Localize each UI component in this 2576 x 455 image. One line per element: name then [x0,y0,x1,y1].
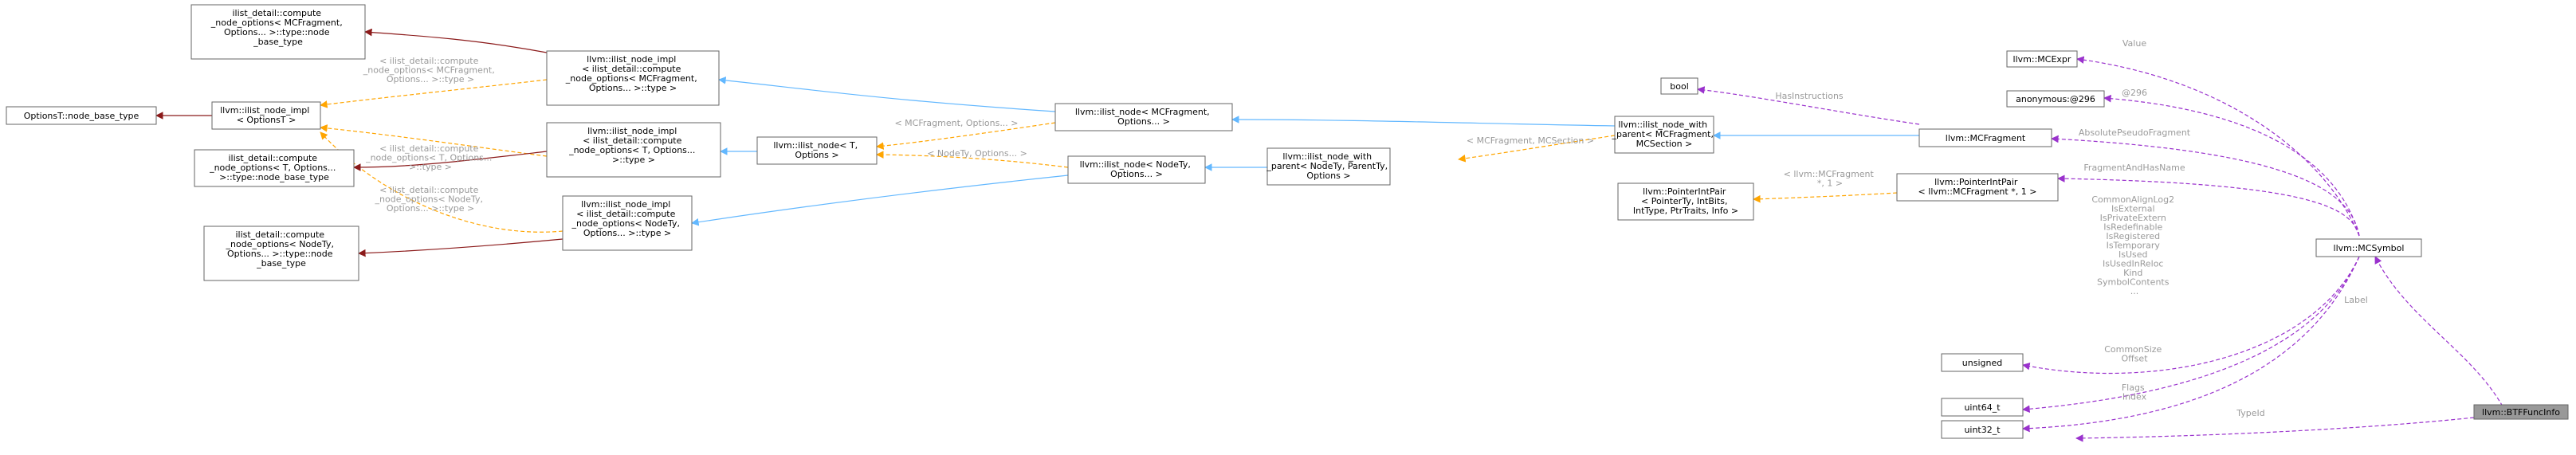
edges [155,28,2503,442]
svg-text:llvm::MCExpr: llvm::MCExpr [2013,54,2071,65]
label-uint32-fields: Flags Index [2122,382,2147,402]
node-btf-func-info[interactable]: llvm::BTFFuncInfo [2473,404,2569,420]
label-hasinstr: HasInstructions [1775,91,1844,101]
label-tmpl-t: < ilist_detail::compute _node_options< T… [365,143,495,172]
edge-inherit-innodety-ininodety [691,175,1069,226]
edge-inherit-infrag-inifrag [718,76,1056,112]
svg-text:llvm::PointerIntPair <: llvm::PointerIntPair < PointerTy, IntBit… [1633,186,1738,216]
svg-text:anonymous:@296: anonymous:@296 [2016,94,2095,104]
node-mcexpr[interactable]: llvm::MCExpr [2006,50,2078,68]
edge-base-ininodety-cno [358,238,564,257]
edge-pip-fraghasname [2057,175,2360,237]
svg-text:llvm::PointerIntPair <: llvm::PointerIntPair < llvm::MCFragment … [1918,177,2037,197]
node-ilist-node-impl-nodety[interactable]: llvm::ilist_node_impl < ilist_detail::co… [562,195,693,251]
svg-text:llvm::ilist_node< MCFragment,: llvm::ilist_node< MCFragment, Options...… [1075,107,1212,127]
edge-inherit-inwp-infrag [1231,116,1616,127]
label-value: Value [2122,38,2146,49]
svg-text:llvm::ilist_node< T, O: llvm::ilist_node< T, Options > [773,140,860,160]
edge-mcfragment-abs [2051,135,2360,237]
svg-text:llvm::ilist_node_with: llvm::ilist_node_with _parent< NodeTy, P… [1266,151,1390,181]
svg-text:ilist_detail::compute: ilist_detail::compute _node_options< MCF… [210,8,345,47]
node-ilist-node-impl-optionst[interactable]: llvm::ilist_node_impl < OptionsT > [211,101,321,130]
svg-text:llvm::MCSymbol: llvm::MCSymbol [2334,243,2405,253]
label-fraghasname: FragmentAndHasName [2083,163,2185,173]
edge-unsigned-fields [2022,256,2360,375]
node-ilist-node-impl-mcfragment[interactable]: llvm::ilist_node_impl < ilist_detail::co… [546,50,720,106]
node-pointerintpair-mcfragment[interactable]: llvm::PointerIntPair < llvm::MCFragment … [1896,173,2059,202]
node-mcfragment[interactable]: llvm::MCFragment [1918,128,2052,147]
label-typeid: TypeId [2236,408,2265,418]
node-compute-node-options-mcfragment[interactable]: ilist_detail::compute _node_options< MCF… [190,4,366,60]
node-ilist-node-nodety[interactable]: llvm::ilist_node< NodeTy, Options... > [1067,155,1206,184]
label-nodety-tmpl: < NodeTy, Options... > [927,148,1027,159]
svg-text:llvm::ilist_node_impl: llvm::ilist_node_impl < ilist_detail::co… [565,54,700,93]
label-tmpl-frag: < ilist_detail::compute _node_options< M… [363,56,497,84]
node-ilist-node-mcfragment[interactable]: llvm::ilist_node< MCFragment, Options...… [1054,103,1233,131]
label-mcfrag-mcsec: < MCFragment, MCSection > [1467,135,1594,146]
edge-bool-hasinstr [1697,86,1920,125]
edge-tmpl-nodety [320,131,564,233]
svg-text:unsigned: unsigned [1962,358,2002,368]
edge-uint32-typeid [2075,417,2475,442]
edge-tmpl-t [320,124,548,157]
node-anonymous-296[interactable]: anonymous:@296 [2006,90,2105,108]
label-uint64-fields: CommonSize Offset [2104,344,2165,364]
edge-mcsymbol-label [2374,256,2503,407]
svg-text:uint32_t: uint32_t [1964,425,2001,435]
edge-uint64-fields [2022,256,2360,414]
nodes: llvm::BTFFuncInfo llvm::MCSymbol llvm::M… [6,4,2569,439]
svg-text:llvm::BTFFuncInfo: llvm::BTFFuncInfo [2482,407,2560,418]
node-ilist-node-impl-t[interactable]: llvm::ilist_node_impl < ilist_detail::co… [546,122,721,178]
svg-text:llvm::ilist_node_impl: llvm::ilist_node_impl < ilist_detail::co… [568,126,698,165]
node-optionst-node-base-type[interactable]: OptionsT::node_base_type [6,106,157,125]
node-uint64[interactable]: uint64_t [1941,398,2024,417]
label-tmpl-nodety: < ilist_detail::compute _node_options< N… [375,185,486,214]
svg-text:OptionsT::node_base_type: OptionsT::node_base_type [24,111,139,121]
node-pointerintpair-generic[interactable]: llvm::PointerIntPair < PointerTy, IntBit… [1617,182,1754,221]
svg-text:bool: bool [1670,81,1689,92]
edge-inwp-template [1458,135,1616,163]
node-unsigned[interactable]: unsigned [1941,353,2024,372]
svg-text:llvm::ilist_node_impl: llvm::ilist_node_impl < ilist_detail::co… [571,199,683,238]
svg-text:uint64_t: uint64_t [1964,402,2001,413]
node-bool[interactable]: bool [1660,77,1698,95]
edge-tmpl-frag [320,79,548,108]
edge-anon-296 [2103,94,2360,237]
node-ilist-node-t[interactable]: llvm::ilist_node< T, Options > [756,136,878,165]
node-compute-node-options-t[interactable]: ilist_detail::compute _node_options< T, … [194,149,355,187]
svg-text:llvm::ilist_node< NodeTy,: llvm::ilist_node< NodeTy, Options... > [1080,159,1194,179]
svg-text:ilist_detail::compute: ilist_detail::compute _node_options< Nod… [226,229,337,269]
svg-text:llvm::MCFragment: llvm::MCFragment [1946,133,2026,143]
edge-base-inifrag-cno [364,28,548,53]
label-pip-tmpl: < llvm::MCFragment *, 1 > [1784,169,1877,189]
edge-uint32-fields [2022,256,2360,433]
edge-mcexpr-value [2076,56,2360,237]
edge-pip-template [1753,192,1898,203]
node-compute-node-options-nodety[interactable]: ilist_detail::compute _node_options< Nod… [203,226,359,281]
node-ilist-node-with-parent-generic[interactable]: llvm::ilist_node_with _parent< NodeTy, P… [1266,147,1391,186]
edge-base-init-cno [353,151,548,171]
label-frag-opts: < MCFragment, Options... > [894,118,1018,128]
svg-text:llvm::ilist_node_impl: llvm::ilist_node_impl < OptionsT > [220,105,312,125]
label-unsigned-fields: CommonAlignLog2 IsExternal IsPrivateExte… [2091,194,2177,296]
label-absfrag: AbsolutePseudoFragment [2079,127,2191,138]
edge-fragopts-template [876,122,1056,150]
node-uint32[interactable]: uint32_t [1941,420,2024,439]
svg-text:llvm::ilist_node_with: llvm::ilist_node_with _parent< MCFragmen… [1612,120,1717,149]
node-ilist-node-with-parent-mcfragment[interactable]: llvm::ilist_node_with _parent< MCFragmen… [1612,116,1717,154]
edge-labels: Label TypeId Value @296 AbsolutePseudoFr… [363,38,2368,418]
svg-text:ilist_detail::compute: ilist_detail::compute _node_options< T, … [209,153,339,182]
node-mcsymbol[interactable]: llvm::MCSymbol [2315,238,2422,257]
label-label: Label [2344,295,2368,305]
edge-nodety-template [876,151,1069,168]
label-296: @296 [2122,88,2147,98]
